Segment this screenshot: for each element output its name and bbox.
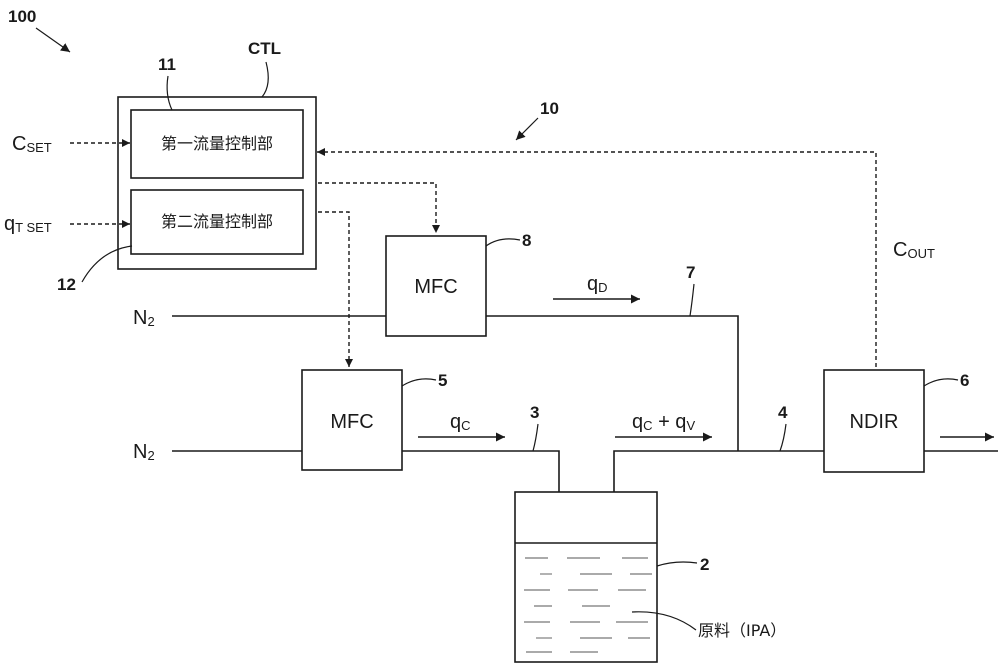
mfc-dilution [385,235,487,337]
raw-material-tank [514,491,658,663]
n2-bottom-label: N2 [133,441,155,463]
ref-7-leader [689,283,695,317]
ref-4: 4 [778,403,788,422]
ref-11: 11 [158,55,176,74]
ref-100: 100 [8,7,36,26]
ref-3-leader [532,423,539,452]
ref-7: 7 [686,263,695,282]
dilution-pipe [486,315,739,451]
second-flow-controller-label: 第二流量控制部 [161,212,273,231]
qd-label: qD [587,273,608,295]
ref-5: 5 [438,371,447,390]
ndir-label: NDIR [850,411,899,433]
liquid-hatching [524,557,652,653]
c-set-label: CSET [12,133,52,155]
mfc-carrier [301,369,403,471]
ref-ctl: CTL [248,39,281,58]
second-flow-controller [130,189,304,255]
mfc-carrier-label: MFC [330,411,373,433]
ref-5-leader [401,378,437,387]
c-out-label: COUT [893,239,935,261]
first-flow-controller [130,109,304,179]
ref-10: 10 [540,99,559,118]
ndir-sensor [823,369,925,473]
ref-2-leader [656,561,698,567]
feedback-signal [317,148,877,367]
qc-label: qC [450,411,471,433]
ref-6: 6 [960,371,969,390]
raw-material-label: 原料（IPA） [698,621,786,640]
ref-8-leader [485,238,521,247]
ref-8: 8 [522,231,531,250]
signal-to-mfc-top [318,182,440,233]
ref-11-leader [166,75,173,111]
first-flow-controller-label: 第一流量控制部 [161,134,273,153]
q-set-label: qT SET [4,213,52,235]
signal-to-mfc-bottom [318,211,353,367]
ref-3: 3 [530,403,539,422]
raw-material-leader [631,611,697,631]
n2-top-label: N2 [133,307,155,329]
ref-100-arrow [35,27,71,53]
mfc-dilution-label: MFC [414,276,457,298]
ref-12-leader [81,245,133,283]
ref-4-leader [779,423,787,452]
ref-10-arrow [515,117,539,141]
ref-ctl-leader [261,61,269,98]
ref-2: 2 [700,555,709,574]
ref-12: 12 [57,275,76,294]
ref-6-leader [923,378,959,387]
mix-flow-label: qC + qV [632,411,695,433]
